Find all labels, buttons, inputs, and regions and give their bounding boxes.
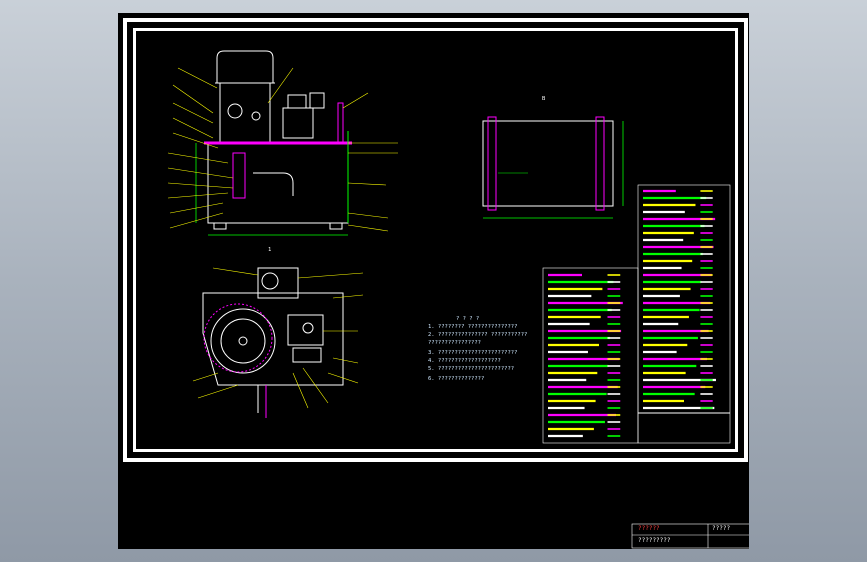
note-line-1: 1. ???????? ??????????????? bbox=[428, 324, 518, 330]
side-view-label: B bbox=[542, 96, 546, 102]
notes-title: ? ? ? ? bbox=[456, 316, 480, 322]
plan-view bbox=[192, 267, 364, 418]
drawing-frame-inner bbox=[133, 28, 738, 452]
note-line-5: 4. ??????????????????? bbox=[428, 358, 501, 364]
title-block-company: ?????? bbox=[638, 525, 660, 532]
drawing-sheet: 1 B ? ? ? ? 1. ???????? ??????????????? … bbox=[118, 13, 749, 549]
drawing-frame-outer bbox=[123, 18, 748, 462]
title-block-drawing-title: ????????? bbox=[638, 537, 671, 544]
front-view bbox=[167, 50, 398, 236]
cad-drawing bbox=[167, 50, 749, 549]
note-line-7: 6. ?????????????? bbox=[428, 376, 485, 382]
note-line-4: 3. ???????????????????????? bbox=[428, 350, 518, 356]
note-line-6: 5. ??????????????????????? bbox=[428, 366, 515, 372]
title-block-sheet: ????? bbox=[712, 525, 731, 532]
detail-view-b bbox=[482, 116, 624, 219]
front-view-label: 1 bbox=[268, 247, 272, 253]
parts-list-rows bbox=[548, 189, 716, 438]
note-line-2: 2. ??????????????? ??????????? bbox=[428, 332, 528, 338]
note-line-3: ???????????????? bbox=[428, 340, 481, 346]
title-block-frame bbox=[631, 523, 749, 549]
parts-list bbox=[542, 184, 731, 444]
